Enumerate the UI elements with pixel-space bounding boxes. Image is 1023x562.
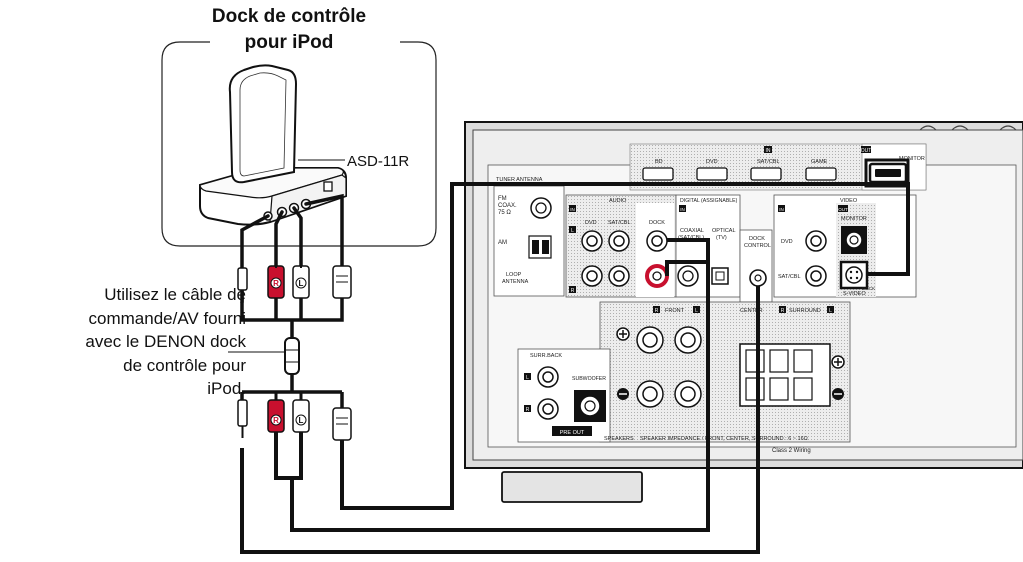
audio-r-badge: R	[571, 288, 575, 294]
video-dvd-label: DVD	[781, 239, 793, 245]
audio-satcbl-label: SAT/CBL	[608, 220, 631, 226]
upper-plugs	[237, 262, 352, 302]
instruction-line-4: de contrôle pour	[123, 355, 246, 375]
hdmi-monitor-label: MONITOR	[899, 156, 925, 162]
surround-label: SURROUND	[789, 308, 821, 314]
ferrite-core	[284, 337, 300, 375]
audio-label: AUDIO	[609, 198, 627, 204]
hdmi-in-badge: IN	[766, 148, 771, 154]
speakers-label: SPEAKERS	[604, 436, 634, 442]
dock-callout-frame	[161, 41, 437, 247]
dock-control-label-1: DOCK	[749, 236, 765, 242]
sb-r-badge: R	[526, 407, 530, 413]
front-l-badge: L	[695, 308, 698, 314]
dock-model-label: ASD-11R	[347, 153, 409, 170]
hdmi-satcbl-label: SAT/CBL	[757, 159, 780, 165]
am-label: AM	[498, 240, 507, 246]
pre-out-label: PRE OUT	[560, 430, 585, 436]
digital-in-badge: IN	[680, 207, 685, 212]
dock-control-label-2: CONTROL	[744, 243, 771, 249]
tuner-antenna-label: TUNER ANTENNA	[496, 177, 543, 183]
digital-label: DIGITAL (ASSIGNABLE)	[680, 198, 738, 204]
surround-r-badge: R	[781, 308, 785, 314]
center-label: CENTER	[740, 308, 763, 314]
surround-l-badge: L	[829, 308, 832, 314]
audio-in-badge: IN	[570, 207, 575, 212]
lower-plugs	[237, 392, 352, 441]
subwoofer-label: SUBWOOFER	[572, 376, 606, 382]
audio-dock-label: DOCK	[649, 220, 665, 226]
hdmi-dvd-label: DVD	[706, 159, 718, 165]
audio-input-section	[565, 194, 677, 298]
speaker-impedance-label: SPEAKER IMPEDANCE / FRONT, CENTER, SURRO…	[640, 436, 808, 442]
optical-label-2: (TV)	[716, 235, 727, 241]
cable-terminations	[452, 182, 910, 552]
svideo-label: S-VIDEO	[843, 291, 866, 297]
lower-plug-r-mark: R	[273, 416, 279, 425]
hdmi-game-label: GAME	[811, 159, 828, 165]
instruction-line-3: avec le DENON dock	[85, 332, 246, 351]
audio-l-badge: L	[571, 228, 574, 234]
lower-plug-l-mark: L	[299, 416, 304, 425]
sb-l-badge: L	[526, 375, 529, 381]
video-label: VIDEO	[840, 198, 858, 204]
upper-cable-bundle	[240, 193, 344, 304]
speaker-terminals	[599, 301, 851, 443]
svideo-dock-label: DOCK	[862, 286, 875, 291]
class2-wiring-label: Class 2 Wiring	[772, 448, 811, 454]
fm-label: FM	[498, 196, 507, 202]
surround-back-subwoofer	[517, 348, 611, 443]
audio-dvd-label: DVD	[585, 220, 597, 226]
video-monitor-label: MONITOR	[841, 216, 867, 222]
hdmi-out-badge: OUT	[861, 148, 872, 154]
coaxial-label-1: COAXIAL	[680, 228, 704, 234]
instruction-line-2: commande/AV fourni	[88, 308, 246, 328]
instruction-caption: Utilisez le câble de commande/AV fourni …	[85, 283, 246, 401]
surround-back-label: SURR.BACK	[530, 353, 562, 359]
fm-ohm-label: 75 Ω	[498, 210, 511, 216]
upper-plug-r-mark: R	[273, 279, 279, 288]
optical-label-1: OPTICAL	[712, 228, 736, 234]
loop-antenna-label-2: ANTENNA	[502, 279, 529, 285]
front-label: FRONT	[665, 308, 685, 314]
video-out-badge: OUT	[838, 207, 848, 212]
video-satcbl-label: SAT/CBL	[778, 274, 801, 280]
instruction-line-5: iPod.	[207, 379, 246, 398]
video-in-badge: IN	[779, 207, 784, 212]
video-section	[773, 194, 917, 298]
instruction-line-1: Utilisez le câble de	[104, 285, 246, 304]
hdmi-bd-label: BD	[655, 159, 663, 165]
front-r-badge: R	[655, 308, 659, 314]
loop-antenna-label-1: LOOP	[506, 272, 522, 278]
fm-coax-label: COAX.	[498, 203, 517, 209]
dock-title-line-1: Dock de contrôle	[211, 6, 367, 27]
upper-plug-l-mark: L	[299, 279, 304, 288]
dock-title-line-2: pour iPod	[244, 32, 334, 53]
